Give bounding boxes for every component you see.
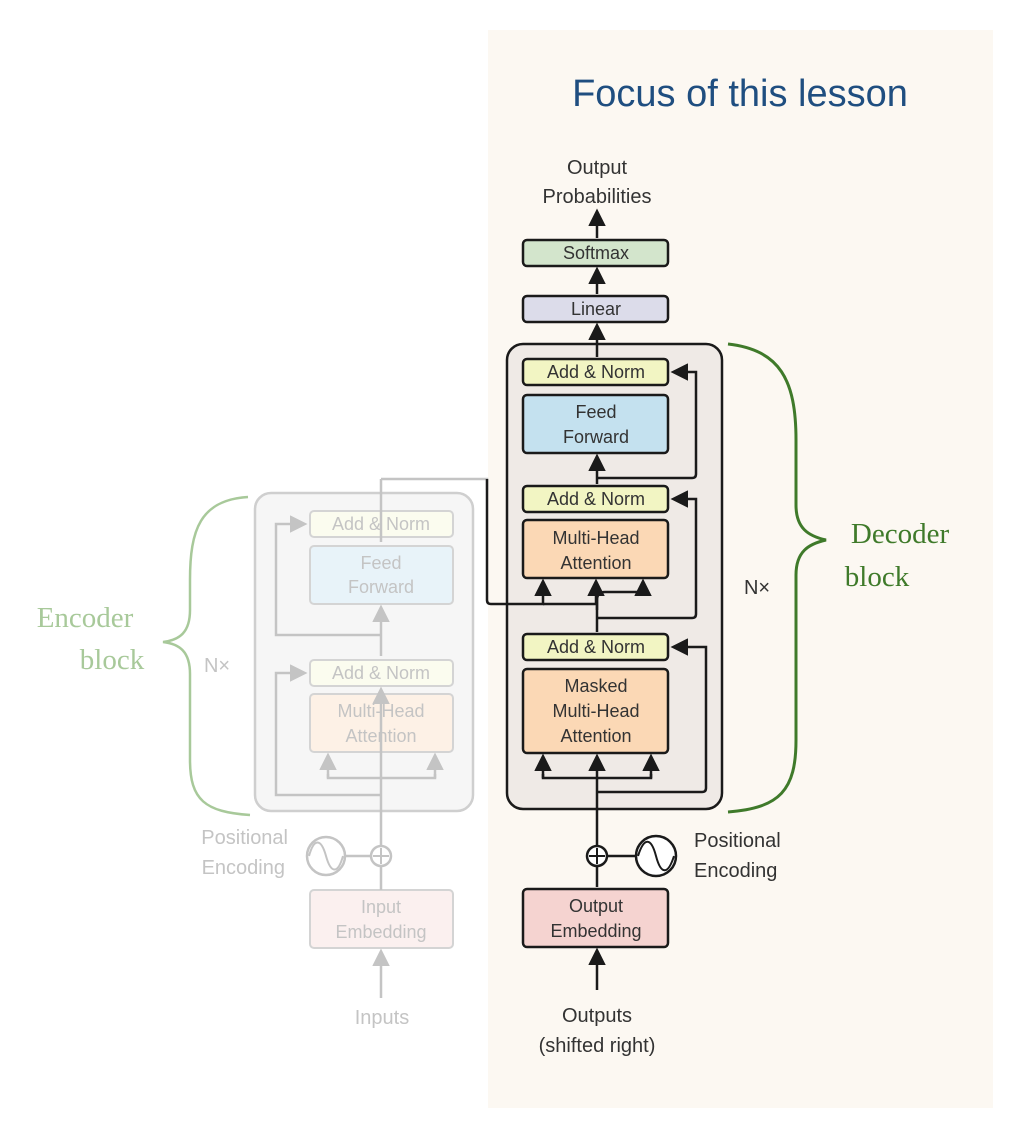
decoder-attention-line1: Multi-Head [552,528,639,548]
decoder-output-probabilities-line1: Output [567,157,627,179]
decoder-output-probabilities-line2: Probabilities [543,186,652,208]
encoder-block-frame [253,491,475,813]
encoder-block-label-line2: block [80,644,145,676]
decoder-block-label-line1: Decoder [851,518,950,550]
decoder-add-norm-1 [521,357,670,387]
decoder-linear [521,294,670,324]
decoder-attention-line2: Attention [560,553,631,573]
encoder-brace [162,495,251,817]
decoder-feed-forward [521,393,670,455]
encoder-feed-forward [309,545,454,605]
encoder-input-embedding-line2: Embedding [335,922,426,942]
decoder-output-embedding [521,887,670,949]
decoder-softmax-label: Softmax [563,243,629,263]
decoder-positional-encoding-line2: Encoding [694,860,777,882]
encoder-nx-label: N× [204,655,230,677]
decoder-outputs-line2: (shifted right) [539,1035,656,1057]
decoder-masked-attention [521,667,670,755]
decoder-softmax [521,238,670,268]
decoder-block-label-line2: block [845,561,910,593]
decoder-masked-attention-line3: Attention [560,726,631,746]
decoder-brace [727,342,827,814]
encoder-column: Add & Norm Feed Forward Add & Norm Multi… [37,477,489,1029]
decoder-masked-attention-line2: Multi-Head [552,701,639,721]
decoder-column: Output Probabilities Softmax Linear Add … [485,157,950,1057]
decoder-feed-forward-line2: Forward [563,427,629,447]
encoder-feed-forward-line1: Feed [360,553,401,573]
decoder-add-norm-1-label: Add & Norm [547,362,645,382]
encoder-add-norm-bottom [309,659,454,687]
decoder-feed-forward-line1: Feed [575,402,616,422]
decoder-output-embedding-line1: Output [569,896,623,916]
encoder-input-embedding-line1: Input [361,897,401,917]
decoder-add-norm-3-label: Add & Norm [547,637,645,657]
decoder-positional-encoding-line1: Positional [694,830,781,852]
decoder-masked-attention-line1: Masked [564,676,627,696]
encoder-inputs-label: Inputs [355,1007,409,1029]
decoder-output-embedding-line2: Embedding [550,921,641,941]
decoder-linear-label: Linear [571,299,621,319]
encoder-positional-encoding-line1: Positional [201,827,288,849]
encoder-block-label-line1: Encoder [37,602,134,634]
decoder-nx-label: N× [744,577,770,599]
decoder-multi-head-attention [521,518,670,580]
decoder-add-norm-2-label: Add & Norm [547,489,645,509]
encoder-positional-encoding-line2: Encoding [202,857,285,879]
decoder-add-norm-3 [521,632,670,662]
decoder-add-norm-2 [521,484,670,514]
encoder-feed-forward-line2: Forward [348,577,414,597]
decoder-outputs-line1: Outputs [562,1005,632,1027]
encoder-add-norm-bottom-label: Add & Norm [332,663,430,683]
focus-title: Focus of this lesson [572,73,908,115]
